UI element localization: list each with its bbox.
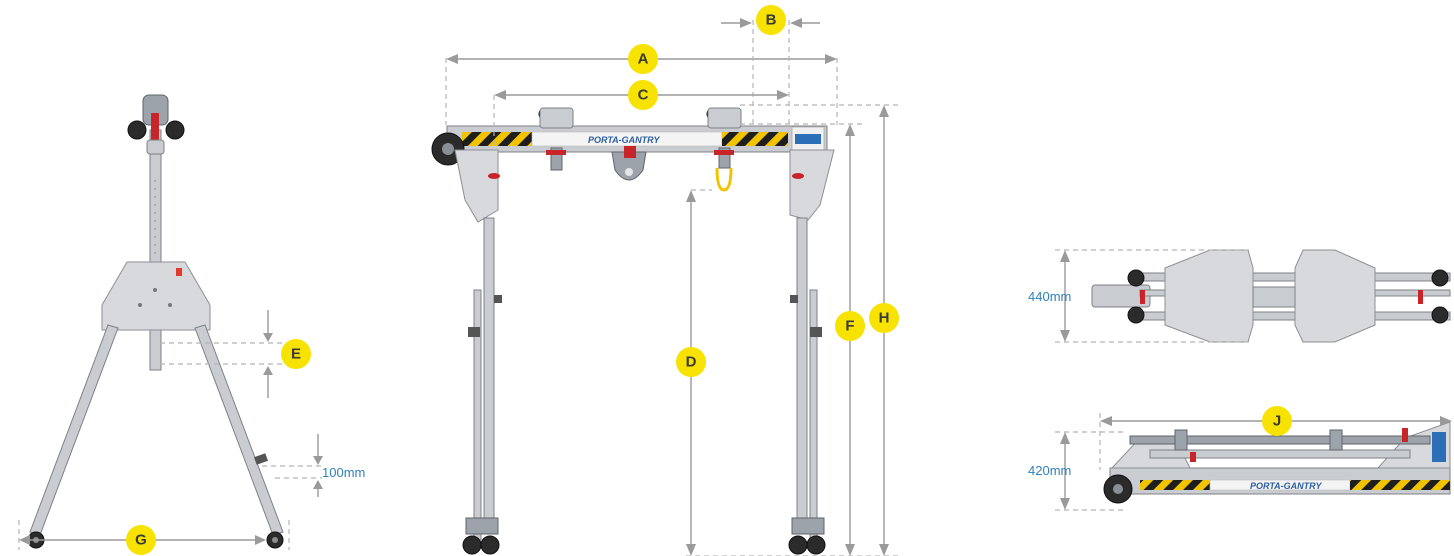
- svg-text:PORTA-GANTRY: PORTA-GANTRY: [1250, 481, 1323, 491]
- side-view: E 100mm G: [18, 94, 365, 555]
- side-trolley-wheel-right-icon: [165, 120, 185, 140]
- badge-e: E: [281, 339, 311, 369]
- svg-text:J: J: [1273, 413, 1281, 430]
- side-leg-left: [29, 324, 119, 536]
- front-caster-right-1-icon: [788, 535, 808, 555]
- folded-side-view: PORTA-GANTRY J 420mm: [1028, 406, 1452, 511]
- badge-g: G: [126, 525, 156, 555]
- folded-top-plate-right: [1294, 249, 1376, 343]
- badge-f: F: [835, 311, 865, 341]
- folded-top-wheel-3-icon: [1431, 269, 1449, 287]
- front-hoist: [611, 146, 647, 181]
- badge-d: D: [676, 347, 706, 377]
- svg-text:A: A: [638, 51, 649, 68]
- svg-text:D: D: [686, 354, 697, 371]
- folded-top-wheel-4-icon: [1431, 306, 1449, 324]
- svg-text:B: B: [766, 12, 777, 29]
- folded-top-wheel-2-icon: [1127, 306, 1145, 324]
- front-trolley-left: [538, 107, 574, 171]
- front-trolley-right: [706, 107, 742, 192]
- front-caster-left-2-icon: [480, 535, 500, 555]
- front-caster-left-1-icon: [462, 535, 482, 555]
- side-trolley-wheel-left-icon: [127, 120, 147, 140]
- folded-top-wheel-1-icon: [1127, 269, 1145, 287]
- front-caster-right-2-icon: [806, 535, 826, 555]
- front-plate-right: [789, 149, 835, 221]
- svg-text:H: H: [879, 310, 890, 327]
- svg-text:G: G: [135, 532, 147, 549]
- foot-clearance-measurement: 100mm: [322, 465, 365, 480]
- side-leg-right: [194, 324, 284, 536]
- svg-text:E: E: [291, 346, 301, 363]
- folded-top-view: 440mm: [1028, 249, 1451, 343]
- lifting-shackle-icon: [715, 167, 733, 192]
- badge-b: B: [756, 5, 786, 35]
- badge-h: H: [869, 303, 899, 333]
- front-plate-left: [454, 149, 499, 223]
- badge-a: A: [628, 44, 658, 74]
- beam-logo: PORTA-GANTRY: [588, 135, 661, 145]
- badge-j: J: [1262, 406, 1292, 436]
- front-leg-left: [483, 217, 495, 519]
- folded-height-measurement: 420mm: [1028, 463, 1071, 478]
- badge-c: C: [628, 80, 658, 110]
- folded-width-measurement: 440mm: [1028, 289, 1071, 304]
- front-view: PORTA-GANTRY: [431, 5, 902, 556]
- svg-text:F: F: [845, 318, 854, 335]
- side-bracket-plate: [101, 261, 211, 331]
- front-leg-right: [796, 217, 808, 519]
- side-mast: [149, 129, 162, 371]
- svg-text:C: C: [638, 87, 649, 104]
- folded-top-plate-left: [1164, 249, 1254, 343]
